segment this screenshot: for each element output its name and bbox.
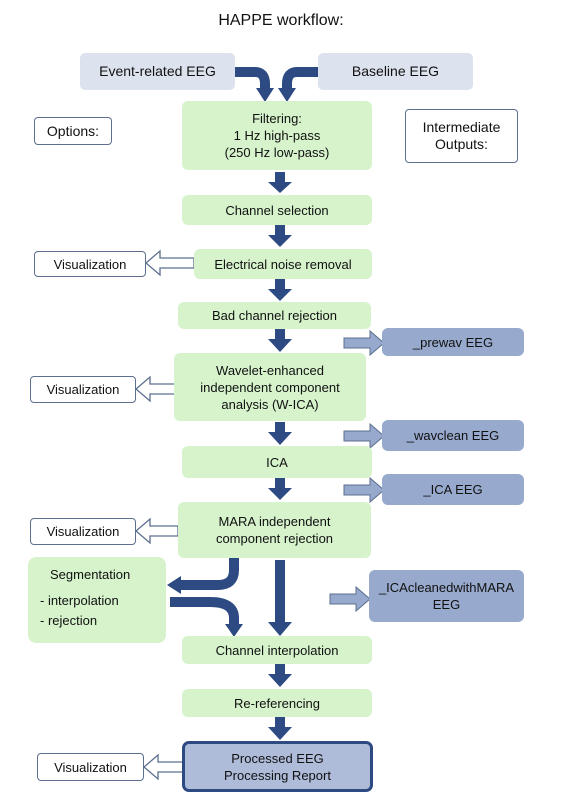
- arrow-event-to-filtering-head: [256, 88, 274, 102]
- step-ica: ICA: [182, 446, 372, 478]
- intermediate-outputs-header: Intermediate Outputs:: [405, 109, 518, 163]
- icacleaned-line-1: _ICAcleanedwithMARA: [378, 580, 515, 595]
- segmentation-title: Segmentation: [50, 567, 131, 582]
- final-output-line-2: Processing Report: [224, 767, 331, 783]
- output-icacleaned-eeg: _ICAcleanedwithMARA EEG: [369, 570, 524, 622]
- visualization-wica: Visualization: [30, 376, 136, 403]
- final-output: Processed EEG Processing Report: [182, 741, 373, 792]
- intermediate-outputs-line-2: Outputs:: [435, 136, 488, 152]
- step-re-referencing: Re-referencing: [182, 689, 372, 717]
- arrow-mara-to-segmentation: [180, 558, 239, 590]
- arrow-baseline-to-filtering: [282, 67, 318, 90]
- step-electrical-noise-removal: Electrical noise removal: [194, 249, 372, 279]
- step-filtering: Filtering: 1 Hz high-pass (250 Hz low-pa…: [182, 101, 372, 170]
- mara-line-1: MARA independent: [218, 514, 331, 529]
- step-channel-selection: Channel selection: [182, 195, 372, 225]
- mara-line-2: component rejection: [215, 531, 334, 546]
- output-wavclean-eeg: _wavclean EEG: [382, 420, 524, 451]
- filtering-line-1: Filtering:: [252, 111, 302, 126]
- arrow-baseline-to-filtering-head: [278, 88, 296, 102]
- icacleaned-line-2: EEG: [432, 597, 461, 612]
- diagram-title: HAPPE workflow:: [218, 12, 344, 29]
- visualization-arrows: [135, 249, 195, 781]
- segmentation-item-rejection: - rejection: [40, 613, 98, 628]
- arrow-mara-to-segmentation-head: [167, 576, 181, 594]
- output-ica-eeg: _ICA EEG: [382, 474, 524, 505]
- input-event-related-eeg: Event-related EEG: [80, 53, 235, 90]
- input-baseline-eeg: Baseline EEG: [318, 53, 473, 90]
- visualization-noise: Visualization: [34, 251, 146, 277]
- visualization-mara: Visualization: [30, 518, 136, 545]
- step-wica: Wavelet-enhanced independent component a…: [174, 353, 366, 421]
- down-arrows: [268, 172, 292, 740]
- arrow-segmentation-to-interp: [170, 597, 239, 626]
- filtering-line-2: 1 Hz high-pass: [233, 128, 321, 143]
- step-mara: MARA independent component rejection: [178, 502, 371, 558]
- options-header: Options:: [34, 117, 112, 145]
- arrow-event-to-filtering: [234, 67, 270, 90]
- output-arrows: [329, 329, 385, 613]
- wica-line-3: analysis (W-ICA): [221, 396, 319, 412]
- filtering-line-3: (250 Hz low-pass): [224, 145, 330, 160]
- step-channel-interpolation: Channel interpolation: [182, 636, 372, 664]
- arrow-segmentation-to-interp-head: [225, 624, 243, 637]
- wica-line-1: Wavelet-enhanced: [216, 362, 324, 378]
- final-output-line-1: Processed EEG: [231, 750, 324, 766]
- output-prewav-eeg: _prewav EEG: [382, 328, 524, 356]
- step-bad-channel-rejection: Bad channel rejection: [178, 302, 371, 329]
- option-segmentation: Segmentation - interpolation - rejection: [28, 557, 166, 643]
- visualization-final: Visualization: [37, 753, 144, 781]
- segmentation-item-interpolation: - interpolation: [40, 593, 119, 608]
- wica-line-2: independent component: [200, 379, 340, 395]
- intermediate-outputs-line-1: Intermediate: [422, 119, 501, 135]
